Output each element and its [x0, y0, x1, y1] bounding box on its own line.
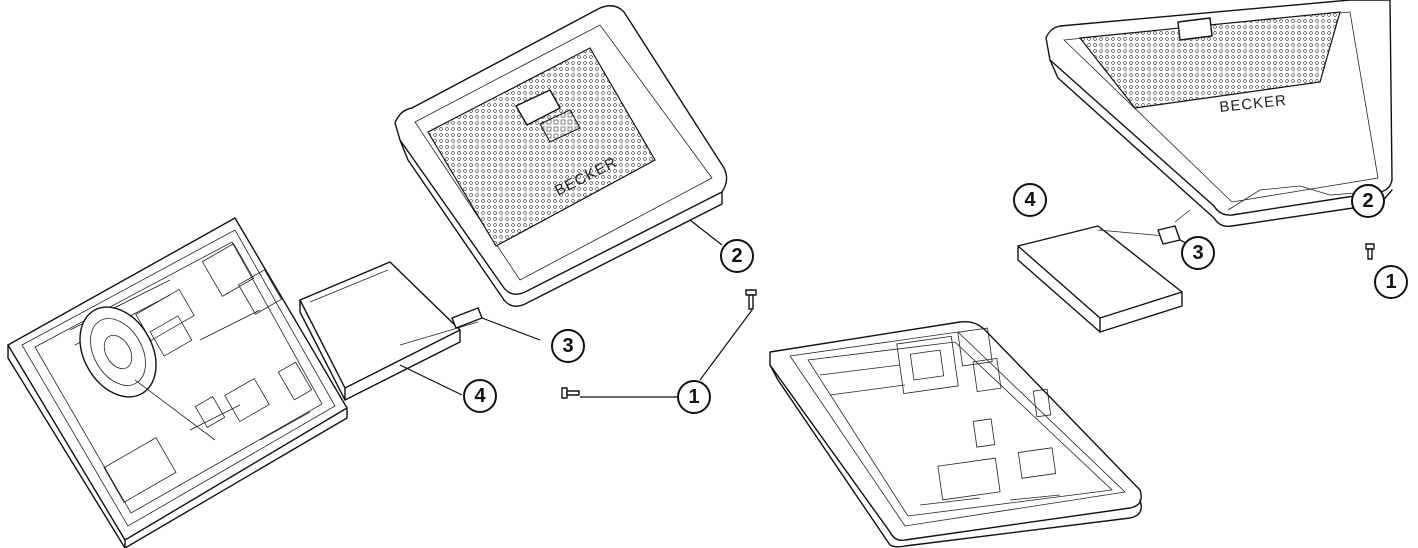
svg-text:1: 1 [1385, 271, 1396, 293]
left-leader-3 [481, 317, 541, 341]
speaker [79, 306, 216, 441]
left-leader-2 [689, 219, 723, 246]
left-battery [299, 261, 479, 401]
svg-text:2: 2 [1362, 190, 1373, 212]
right-connector [1157, 209, 1191, 245]
left-callout-connector: 3 [551, 329, 585, 363]
left-base-housing [7, 217, 348, 548]
svg-text:4: 4 [474, 385, 486, 407]
svg-text:3: 3 [562, 335, 573, 357]
svg-text:2: 2 [731, 245, 742, 267]
left-screw-top [745, 289, 757, 310]
svg-text:3: 3 [1192, 242, 1203, 264]
right-base-housing [769, 320, 1142, 548]
right-callout-connector: 3 [1181, 236, 1215, 270]
left-leader-4 [399, 364, 463, 396]
right-callout-screw: 1 [1374, 265, 1408, 299]
svg-text:4: 4 [1024, 189, 1036, 211]
svg-text:1: 1 [688, 386, 699, 408]
left-screw-bottom [561, 387, 580, 399]
left-callout-cover: 2 [720, 239, 754, 273]
left-leader-1a [699, 309, 753, 381]
left-callout-screw: 1 [677, 380, 711, 414]
right-screw [1365, 243, 1375, 260]
right-battery [1017, 225, 1183, 333]
right-callout-battery: 4 [1013, 183, 1047, 217]
right-top-cover: BECKER [1045, 0, 1393, 228]
left-top-cover: BECKER [394, 5, 728, 307]
right-callout-cover: 2 [1351, 184, 1385, 218]
left-callout-battery: 4 [463, 379, 497, 413]
right-brand-label: BECKER [1219, 92, 1288, 116]
